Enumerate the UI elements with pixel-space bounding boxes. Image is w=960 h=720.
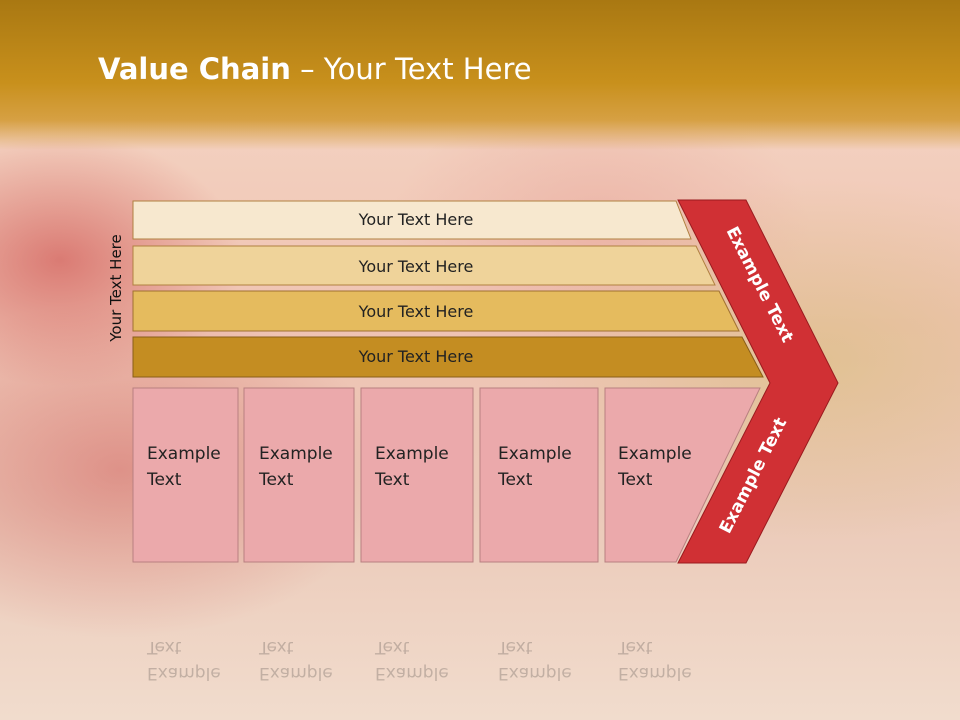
reflection-text: Example Text Example Text Example Text E… (146, 637, 692, 683)
slide-title: Value Chain – Your Text Here (98, 52, 532, 86)
support-band-4-label: Your Text Here (358, 347, 474, 366)
activity-box-5 (604, 387, 761, 563)
support-band-2-label: Your Text Here (358, 257, 474, 276)
activity-2-line2: Text (258, 470, 294, 490)
svg-text:Text: Text (617, 637, 653, 657)
svg-text:Example: Example (259, 663, 333, 683)
svg-text:Example: Example (375, 663, 449, 683)
support-band-1 (132, 200, 692, 240)
activity-3-line2: Text (374, 470, 410, 490)
title-bar (0, 0, 960, 150)
diagram-reflection (133, 564, 767, 720)
svg-text:Example: Example (618, 663, 692, 683)
activity-box-2 (243, 387, 355, 563)
svg-text:Text: Text (497, 637, 533, 657)
support-band-2 (132, 245, 716, 286)
activity-5-line2: Text (617, 470, 653, 490)
svg-text:Text: Text (374, 637, 410, 657)
activity-1-line1: Example (147, 444, 221, 464)
activity-box-3 (360, 387, 474, 563)
svg-text:Example: Example (147, 663, 221, 683)
activity-3-line1: Example (375, 444, 449, 464)
support-band-3 (132, 290, 740, 332)
activity-4-line2: Text (497, 470, 533, 490)
svg-text:Text: Text (258, 637, 294, 657)
support-band-4 (132, 336, 764, 378)
activity-4-line1: Example (498, 444, 572, 464)
activity-2-line1: Example (259, 444, 333, 464)
activity-box-4 (479, 387, 599, 563)
activity-1-line2: Text (146, 470, 182, 490)
support-band-3-label: Your Text Here (358, 302, 474, 321)
svg-text:Text: Text (146, 637, 182, 657)
margin-arrow (677, 199, 839, 564)
activity-5-line1: Example (618, 444, 692, 464)
support-band-1-label: Your Text Here (358, 210, 474, 229)
activity-box-1 (132, 387, 239, 563)
svg-text:Example: Example (498, 663, 572, 683)
